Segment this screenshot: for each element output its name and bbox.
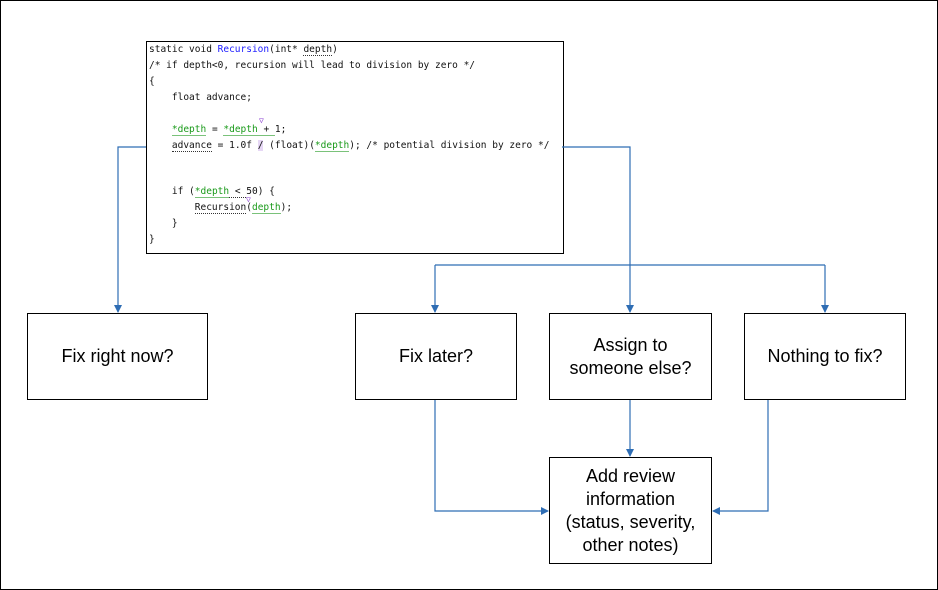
fix-right-now-label: Fix right now? — [61, 346, 174, 366]
code-line-3: { — [149, 76, 155, 87]
connector-code-to-fix-now — [114, 146, 146, 313]
review-label-line1: Add review — [585, 465, 676, 486]
assign-box: Assign to someone else? — [549, 313, 712, 400]
marker-arrow-icon: ▽ — [259, 116, 264, 125]
fix-later-label: Fix later? — [398, 346, 474, 366]
fix-right-now-box: Fix right now? — [27, 313, 208, 400]
review-label-line4: other notes) — [582, 534, 679, 555]
assign-label-line1: Assign to — [593, 334, 668, 355]
function-name: Recursion — [217, 44, 270, 55]
add-review-box: Add review information (status, severity… — [549, 457, 712, 564]
fix-later-box: Fix later? — [355, 313, 517, 400]
code-line-2: /* if depth<0, recursion will lead to di… — [149, 60, 476, 71]
assign-label-line2: someone else? — [569, 357, 692, 378]
code-line-12: } — [149, 218, 178, 229]
code-line-4: float advance; — [149, 92, 252, 103]
connector-nothing-to-review — [712, 400, 769, 515]
review-label-line2: information — [585, 488, 676, 509]
code-line-11: Recursion(depth); — [194, 202, 293, 214]
code-line-1: static void Recursion(int* depth) — [149, 44, 338, 56]
nothing-to-fix-label: Nothing to fix? — [767, 346, 883, 366]
nothing-to-fix-box: Nothing to fix? — [744, 313, 906, 400]
code-line-13: } — [149, 234, 155, 245]
marker-arrow-icon: ▽ — [246, 195, 251, 204]
review-label-line3: (status, severity, — [565, 511, 696, 532]
connector-fix-later-to-review — [434, 400, 549, 515]
code-line-10: if (*depth < 50) { — [171, 186, 275, 198]
code-snippet-panel: static void Recursion(int* depth) /* if … — [146, 41, 564, 254]
connector-code-to-assign — [562, 146, 634, 313]
code-line-6: *depth = *depth + 1; — [171, 124, 287, 136]
code-line-7: advance = 1.0f / (float)(*depth); /* pot… — [171, 140, 550, 152]
